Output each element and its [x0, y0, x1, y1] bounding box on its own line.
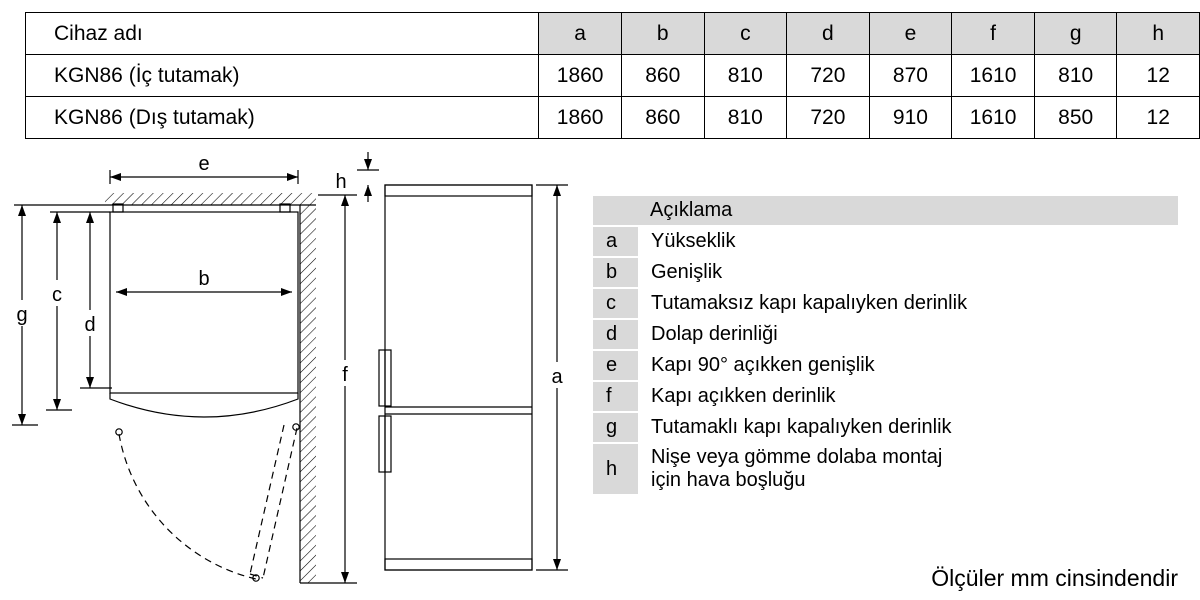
- col-header-a: a: [538, 12, 622, 55]
- fridge-top-cap: [384, 184, 533, 197]
- col-header-c: c: [703, 12, 788, 55]
- table-cell: 720: [786, 96, 870, 139]
- dim-label-d: d: [84, 314, 95, 336]
- device-name-cell: KGN86 (Dış tutamak): [24, 96, 540, 139]
- col-header-h: h: [1116, 12, 1200, 55]
- legend-header: Açıklama: [593, 196, 1178, 225]
- col-header-g: g: [1033, 12, 1118, 55]
- table-cell: 12: [1116, 96, 1200, 139]
- fridge-bottom-cap: [384, 558, 533, 571]
- legend-key-b: b: [593, 258, 638, 287]
- dim-label-a: a: [551, 366, 563, 388]
- table-cell: 1860: [538, 54, 622, 97]
- table-row: KGN86 (Dış tutamak) 1860 860 810 720 910…: [24, 96, 1200, 139]
- door-open-corner-marker: [252, 574, 260, 582]
- table-cell: 1860: [538, 96, 622, 139]
- legend-text-h: Nişe veya gömme dolaba montaj için hava …: [651, 446, 943, 491]
- fridge-handle-upper: [378, 349, 392, 407]
- legend-text-g: Tutamaklı kapı kapalıyken derinlik: [651, 416, 952, 438]
- dimension-diagram: e h b g c: [12, 152, 568, 584]
- door-hinge-marker: [292, 423, 300, 431]
- table-cell: 860: [620, 54, 705, 97]
- front-view-diagram: [378, 184, 533, 571]
- table-cell: 12: [1116, 54, 1200, 97]
- table-cell: 810: [1033, 54, 1118, 97]
- table-cell: 1610: [951, 54, 1035, 97]
- wall-hatch-top: [105, 193, 316, 205]
- top-view-diagram: [14, 193, 316, 583]
- legend-text-a: Yükseklik: [651, 230, 736, 252]
- dim-label-h: h: [335, 171, 346, 193]
- dim-d: d: [80, 212, 112, 389]
- legend-key-c: c: [593, 289, 638, 318]
- fridge-top-view-door: [109, 393, 299, 418]
- table-cell: 1610: [951, 96, 1035, 139]
- col-header-b: b: [620, 12, 705, 55]
- dim-label-e: e: [198, 153, 209, 175]
- legend-row: d Dolap derinliği: [593, 320, 1178, 349]
- table-cell: 810: [703, 96, 788, 139]
- table-cell: 910: [868, 96, 953, 139]
- legend-row: c Tutamaksız kapı kapalıyken derinlik: [593, 289, 1178, 318]
- dim-f: f: [300, 194, 357, 584]
- legend-text-f: Kapı açıkken derinlik: [651, 385, 836, 407]
- legend-text-c: Tutamaksız kapı kapalıyken derinlik: [651, 292, 968, 314]
- units-note: Ölçüler mm cinsindendir: [931, 565, 1178, 591]
- legend-row: b Genişlik: [593, 258, 1178, 287]
- legend-key-e: e: [593, 351, 638, 380]
- open-door-edge: [262, 427, 298, 579]
- legend-title: Açıklama: [650, 199, 733, 221]
- device-name-header: Cihaz adı: [24, 12, 540, 55]
- dim-label-c: c: [52, 284, 62, 306]
- fridge-handle-lower: [378, 415, 392, 473]
- fridge-front-body: [384, 184, 533, 571]
- table-cell: 810: [703, 54, 788, 97]
- col-header-e: e: [868, 12, 953, 55]
- open-door-end: [249, 573, 264, 579]
- legend-key-g: g: [593, 413, 638, 442]
- dim-b: b: [116, 268, 292, 296]
- legend-row: h Nişe veya gömme dolaba montaj için hav…: [593, 444, 1178, 494]
- dim-g: g: [12, 205, 38, 426]
- device-name-cell: KGN86 (İç tutamak): [24, 54, 540, 97]
- door-swing-dashed: [118, 424, 298, 580]
- legend-table: Açıklama a Yükseklik b Genişlik c Tutama…: [593, 196, 1178, 496]
- legend-text-b: Genişlik: [651, 261, 723, 283]
- dim-c: c: [46, 212, 72, 411]
- legend-key-f: f: [593, 382, 638, 411]
- dim-label-g: g: [16, 304, 27, 326]
- dim-a: a: [536, 184, 568, 571]
- dim-label-b: b: [198, 268, 209, 290]
- wall-hatch-right: [300, 193, 316, 583]
- legend-text-d: Dolap derinliği: [651, 323, 778, 345]
- legend-key-h: h: [593, 444, 638, 494]
- dim-h: h: [335, 152, 379, 202]
- table-header-row: Cihaz adı a b c d e f g h: [24, 12, 1200, 55]
- table-cell: 720: [786, 54, 870, 97]
- fridge-top-view-body: [109, 211, 299, 394]
- table-cell: 850: [1033, 96, 1118, 139]
- legend-row: e Kapı 90° açıkken genişlik: [593, 351, 1178, 380]
- dimensions-table: Cihaz adı a b c d e f g h KGN86 (İç tuta…: [24, 12, 1200, 139]
- legend-key-a: a: [593, 227, 638, 256]
- table-cell: 870: [868, 54, 953, 97]
- open-door-edge: [249, 424, 285, 575]
- legend-row: g Tutamaklı kapı kapalıyken derinlik: [593, 413, 1178, 442]
- col-header-d: d: [786, 12, 870, 55]
- legend-key-d: d: [593, 320, 638, 349]
- door-corner-marker-left: [115, 428, 123, 436]
- door-swing-arc: [118, 433, 257, 580]
- legend-row: f Kapı açıkken derinlik: [593, 382, 1178, 411]
- table-cell: 860: [620, 96, 705, 139]
- dim-e: e: [109, 153, 299, 184]
- col-header-f: f: [951, 12, 1035, 55]
- legend-text-e: Kapı 90° açıkken genişlik: [651, 354, 875, 376]
- legend-row: a Yükseklik: [593, 227, 1178, 256]
- dim-label-f: f: [342, 364, 348, 386]
- table-row: KGN86 (İç tutamak) 1860 860 810 720 870 …: [24, 54, 1200, 97]
